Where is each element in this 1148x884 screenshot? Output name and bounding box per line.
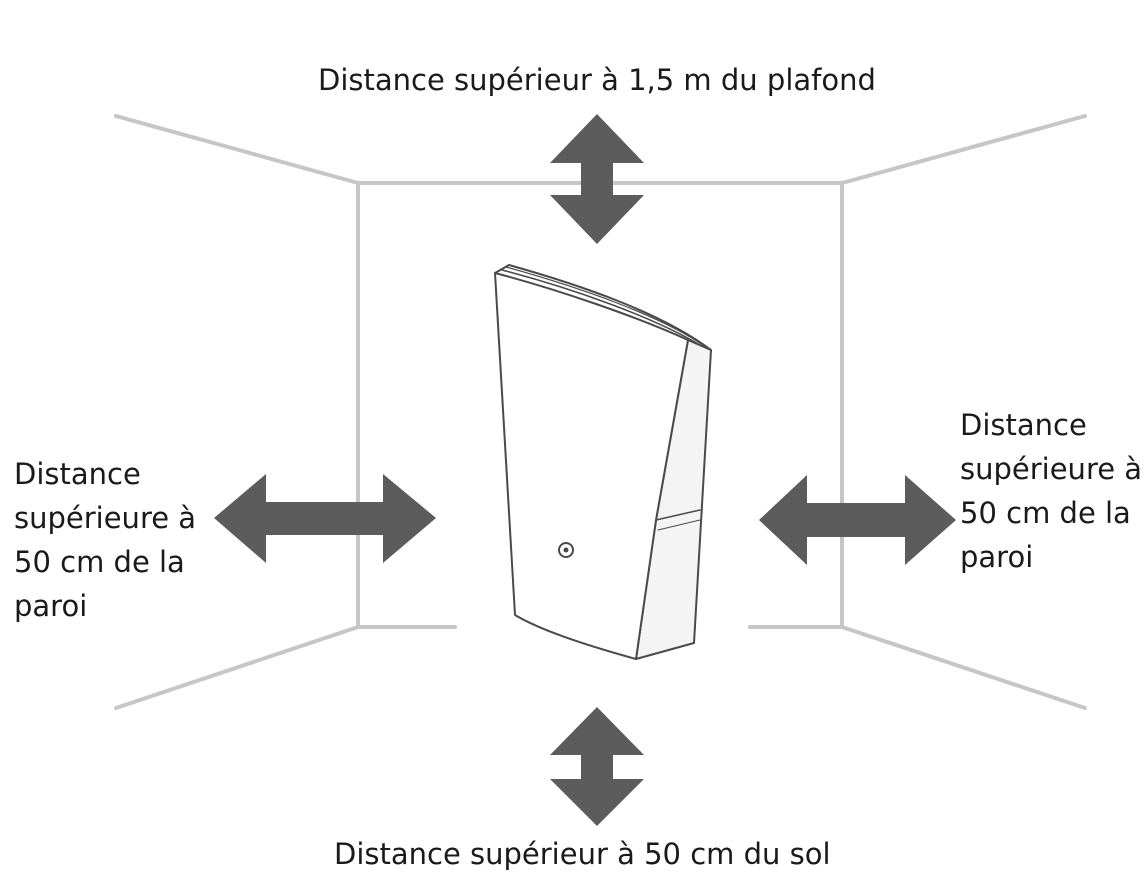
floor-left-edge xyxy=(114,625,360,710)
label-line: supérieure à xyxy=(14,501,197,535)
label-line: Distance xyxy=(14,457,141,491)
router-device-icon xyxy=(494,264,712,660)
double-headed-arrow-icon xyxy=(550,114,644,244)
label-right-wall-distance: Distance supérieure à 50 cm de la paroi xyxy=(960,403,1142,579)
label-line: supérieure à xyxy=(960,452,1143,486)
ceiling-right-edge xyxy=(840,114,1087,185)
room-walls xyxy=(114,114,1087,710)
label-ceiling-distance: Distance supérieur à 1,5 m du plafond xyxy=(318,63,876,97)
double-headed-arrow-icon xyxy=(550,707,644,826)
double-headed-arrow-icon xyxy=(214,474,436,563)
device-top-edge xyxy=(494,264,712,351)
device-panel-seam-2 xyxy=(657,519,701,531)
label-left-wall-distance: Distance supérieure à 50 cm de la paroi xyxy=(14,452,196,628)
device-top-layer-2 xyxy=(505,266,707,348)
label-floor-distance: Distance supérieur à 50 cm du sol xyxy=(334,837,831,871)
label-line: paroi xyxy=(960,540,1034,574)
device-top-layer xyxy=(501,269,701,346)
device-button-center xyxy=(563,547,569,553)
label-line: Distance xyxy=(960,408,1087,442)
ceiling-left-edge xyxy=(114,114,360,185)
device-panel-seam xyxy=(655,509,701,521)
clearance-arrows xyxy=(214,114,956,826)
label-line: paroi xyxy=(14,589,88,623)
label-line: 50 cm de la xyxy=(960,496,1131,530)
floor-right-edge xyxy=(840,625,1087,710)
device-front-face xyxy=(494,272,689,660)
double-headed-arrow-icon xyxy=(759,475,956,565)
label-line: 50 cm de la xyxy=(14,545,185,579)
